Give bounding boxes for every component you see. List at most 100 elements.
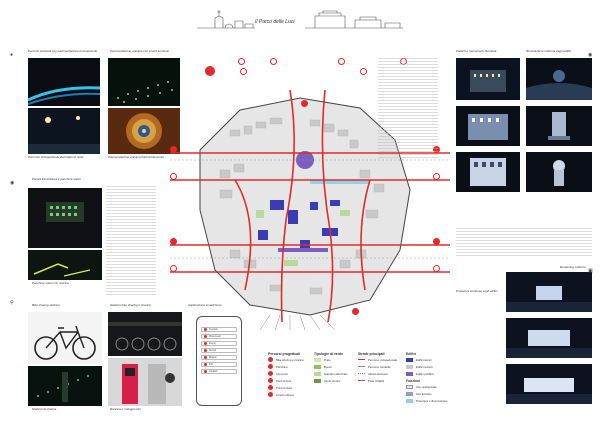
bike-sharing-icon[interactable] [433,238,440,245]
app-button-1[interactable]: Monumenti [201,334,237,339]
pin-icon: ● [10,52,14,58]
caption-vision: Proiezioni luminose sugli edifici [456,290,498,293]
render-building-4 [526,106,592,146]
caption-night2-top: Illuminazione notturna degli edifici [526,50,572,53]
caption-photo1-bottom: Percorso ciclopedonale illuminato di not… [28,156,84,159]
legend-title-buildings: Edifici [406,352,417,356]
bulb-icon: ◉ [10,180,15,186]
header: Il Parco delle Luci [195,4,405,32]
legend-item: Edifici recenti [406,363,466,370]
bench-icon[interactable] [433,265,440,272]
legend-item: Percorso ciclopedonale [358,356,400,363]
furniture-icon [268,392,273,397]
render-building-6 [526,152,592,192]
caption-station-bottom: Ricarica e noleggio bici [110,408,141,411]
master-plan-map [160,60,450,331]
app-button-6[interactable]: Contatti [201,369,237,374]
legend-item: Attraversamenti [358,370,400,377]
photo-bike-station [108,312,182,356]
legend-item: Giardino attrezzato [314,370,352,377]
camera-icon-right: ▣ [588,268,593,274]
legend-item: Edifici storici [406,356,466,363]
photo-charging-kiosk [108,358,182,406]
legend-item: Punti di luce [268,377,308,384]
bike-icon [268,357,273,362]
legend-title-green: Tipologie di verde [314,352,343,356]
legend-item: Prato [314,356,352,363]
legend-item: Uso residenziale [406,383,466,390]
section-solar-title: Piazza fotovoltaica e panchine solari [32,178,81,181]
caption-photo2-top: Pavimentazione artistica con inserti lum… [110,50,169,53]
bench-icon[interactable] [170,173,177,180]
center-description-text [378,58,438,158]
photo-electric-bike [28,312,102,364]
eye-icon [268,385,273,390]
legend-item: Arredo urbano [268,391,308,398]
photo-glow-dots [108,58,180,106]
caption-bike-bottom: Stazioni di ricarica [32,408,57,411]
caption-photo1-top: Percorsi pedonali con pavimentazione lum… [28,50,98,53]
render-monument-2 [506,318,592,358]
app-button-2[interactable]: Eventi [201,341,237,346]
legend-title-roads: Strade principali [358,352,385,356]
photo-charging-station [28,366,102,406]
render-building-3 [456,106,520,146]
app-button-3[interactable]: Servizi [201,348,237,353]
legend-item: Bike sharing e ricarica [268,356,308,363]
app-button-0[interactable]: Percorsi [201,327,237,332]
bulb-icon-right: ◉ [588,52,593,58]
lamp-icon [268,378,273,383]
caption-solar-bottom: Panchine solari con ricarica [32,282,69,285]
section-right-title: Rendering notturno [560,266,586,269]
legend-item: Uso terziario [406,390,466,397]
right-description-text [456,228,592,256]
legend-item: Bosco [314,363,352,370]
app-qr-icon[interactable] [205,66,215,76]
legend-item: Proiezioni e illuminazione [406,397,466,404]
bench-icon[interactable] [238,58,245,65]
legend-title-functions: Funzioni [406,379,420,383]
bench-icon[interactable] [170,265,177,272]
info-point-icon[interactable] [301,100,308,107]
lamp-icon[interactable] [360,68,367,75]
smartphone-mockup: Percorsi Monumenti Eventi Servizi Mappa … [196,316,242,406]
bike-sharing-icon[interactable] [170,146,177,153]
skyline-drawing [197,10,403,29]
legend-item: Verde storico [314,377,352,384]
photo-mosaic [108,108,180,154]
render-building-5 [456,152,520,192]
legend-item: Percorso carrabile [358,363,400,370]
bike-sharing-icon[interactable] [352,308,359,315]
legend-title-routes: Percorsi progettuali [268,352,301,356]
bike-icon-left: ⚲ [10,300,14,306]
legend-item: Info-point [268,370,308,377]
caption-app-top: Applicazione smartphone [188,304,222,307]
legend: Percorsi progettuali Bike sharing e rica… [268,352,468,422]
caption-night1-top: Palazzi e monumenti illuminati [456,50,497,53]
app-button-4[interactable]: Mappa [201,355,237,360]
left-description-text [106,186,156,296]
app-button-5[interactable]: Info [201,362,237,367]
photo-lit-path [28,58,100,106]
map-svg [170,89,450,331]
caption-bike-top: Bike sharing elettrico [32,304,60,307]
bench-icon[interactable] [338,58,345,65]
legend-item: Piste ciclabili [358,377,400,384]
render-building-2 [526,58,592,100]
bench-icon[interactable] [270,58,277,65]
render-building-1 [456,58,520,100]
photo-night-path [28,108,100,154]
render-monument-3 [506,364,592,404]
info-icon [268,371,273,376]
bench-icon [268,364,273,369]
bike-sharing-icon[interactable] [170,238,177,245]
page-title: Il Parco delle Luci [255,19,295,25]
legend-item: Panchine [268,363,308,370]
caption-photo2-bottom: Pavimentazione artistica fotoluminescent… [108,156,165,159]
render-monument-1 [506,272,592,312]
photo-solar-plaza [28,188,102,248]
lamp-icon[interactable] [240,68,247,75]
legend-item: Punti di vista [268,384,308,391]
photo-solar-benches [28,250,102,280]
bench-icon[interactable] [433,173,440,180]
